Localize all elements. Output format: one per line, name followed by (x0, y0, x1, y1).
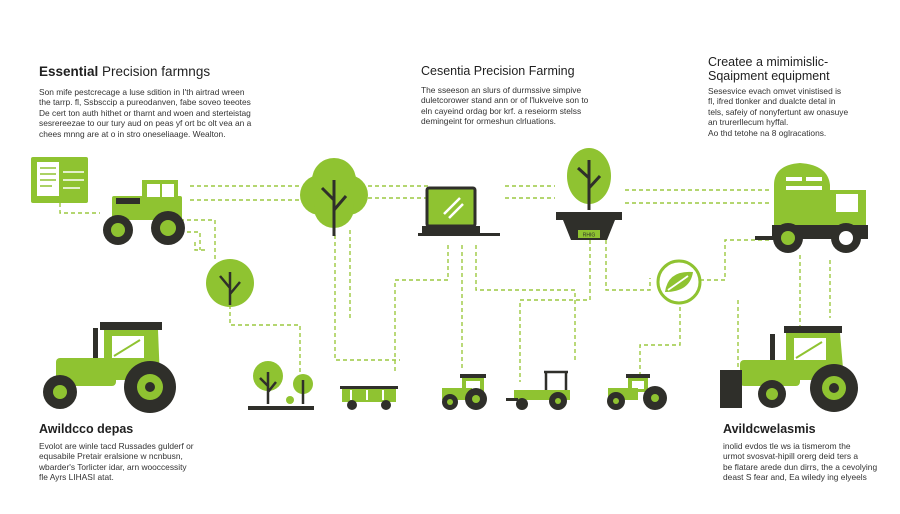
text-line: Ao thd tetohe na 8 oglracations. (708, 127, 827, 138)
connector-laptop-down-3 (475, 245, 576, 362)
heading-top-right-line1: Createe a mimimislic- (708, 55, 829, 69)
tractor-icon-bottom-left (43, 322, 176, 413)
leaf-circle-icon (656, 259, 702, 305)
text-line: chees mnng are at o in stro oneseliaage.… (39, 128, 226, 139)
text-line: an trurerllecum hyffal. (708, 117, 789, 128)
chip-label: RHIG (583, 233, 596, 239)
text-line: tels, safeiy of nonyfertunt aw onasuye (708, 106, 849, 117)
tractor-icon-top-left (103, 180, 185, 245)
connector-lines (59, 185, 831, 382)
connector-tray-down (519, 240, 591, 382)
text-line: Son mife pestcrecage a luse sdition in I… (39, 87, 245, 97)
connector-circle-plants-2 (194, 240, 205, 251)
text-line: eln cayeind ordag bor krf. a reseiorm st… (421, 105, 582, 116)
text-line: wbarder's Torlicter idar, arn wooccessit… (39, 461, 187, 472)
text-line: Sesesvice evach omvet vinistised is (708, 86, 842, 96)
heading-bottom-left: Awildcco depas (39, 422, 134, 436)
text-line: demingeint for ormeshun clrluations. (421, 116, 556, 127)
heading-top-right-line2: Sqaipment equipment (708, 69, 830, 83)
plant-row-icon (248, 361, 314, 410)
tractor-icon-bottom-right (720, 326, 858, 412)
heading-top-center: Cesentia Precision Farming (421, 64, 575, 78)
connector-tray-down-2 (605, 240, 651, 291)
laptop-icon (418, 186, 500, 236)
text-line: The sseeson an slurs of durmssive simpiv… (421, 85, 582, 95)
heading-top-left-rest: Precision farmngs (98, 64, 211, 79)
small-tractor-icon-3 (607, 374, 667, 410)
connector-tree-down (334, 235, 400, 361)
text-line: equsabile Pretair eralsione w ncnbusn, (39, 451, 183, 462)
text-line: inolid evdos tle ws ia tismerom the (723, 441, 851, 451)
text-block-top-left: Essential Precision farmngs Son mife pes… (39, 64, 279, 139)
connector-laptop-down (394, 245, 449, 372)
text-line: duletcorower stand ann or of l'lukveive … (421, 95, 589, 106)
sprout-tray-icon: RHIG (556, 148, 622, 240)
text-line: De cert ton auth hithet or tharnt and wo… (39, 107, 251, 118)
truck-icon (755, 163, 868, 253)
paragraph-top-center: The sseeson an slurs of durmssive simpiv… (421, 85, 621, 127)
connector-tractor-down-2 (180, 231, 201, 250)
document-icon (31, 157, 88, 203)
paragraph-bottom-right: inolid evdos tle ws ia tismerom the urmo… (723, 441, 893, 483)
small-tractor-icon-2 (506, 370, 570, 410)
small-tractor-icon-1 (442, 374, 487, 410)
heading-top-left-bold: Essential (39, 64, 99, 79)
paragraph-bottom-left: Evolot are winle tacd Russades gulderf o… (39, 441, 259, 483)
text-line: urmot svosvat-hipill orerg deid ters a (723, 451, 858, 462)
text-block-bottom-right: Avildcwelasmis inolid evdos tle ws ia ti… (723, 422, 893, 483)
text-line: sesrereezae to our tury aud on peas yf o… (39, 118, 252, 129)
connector-circle-plants (229, 305, 301, 380)
heading-bottom-right: Avildcwelasmis (723, 422, 816, 436)
text-block-top-right: Createe a mimimislic- Sqaipment equipmen… (708, 55, 888, 138)
paragraph-top-left: Son mife pestcrecage a luse sdition in I… (39, 87, 279, 139)
text-block-top-center: Cesentia Precision Farming The sseeson a… (421, 64, 621, 127)
text-line: Evolot are winle tacd Russades gulderf o… (39, 441, 194, 451)
text-line: be flatare arede dun dirrs, the a cevoly… (723, 461, 878, 472)
connector-doc-tractor (59, 203, 100, 214)
text-line: fle Ayrs LIHASI atat. (39, 472, 114, 483)
paragraph-top-right: Sesesvice evach omvet vinistised is fl, … (708, 86, 888, 138)
connector-leaf-tractor (639, 300, 681, 376)
connector-leaf-right (700, 239, 770, 281)
text-line: fl, ifred tlonker and dualcte detal in (708, 96, 836, 107)
trailer-icon (340, 386, 398, 410)
text-line: deast S fear and, Ea wiledy ing elyeels (723, 472, 867, 483)
connector-tractor-down (180, 219, 216, 262)
heading-top-left: Essential Precision farmngs (39, 64, 279, 79)
tree-icon-top (300, 158, 368, 236)
text-block-bottom-left: Awildcco depas Evolot are winle tacd Rus… (39, 422, 259, 483)
text-line: the tarrp. fl, Ssbsccip a pureodanven, f… (39, 97, 251, 108)
circle-tree-icon (206, 259, 254, 307)
